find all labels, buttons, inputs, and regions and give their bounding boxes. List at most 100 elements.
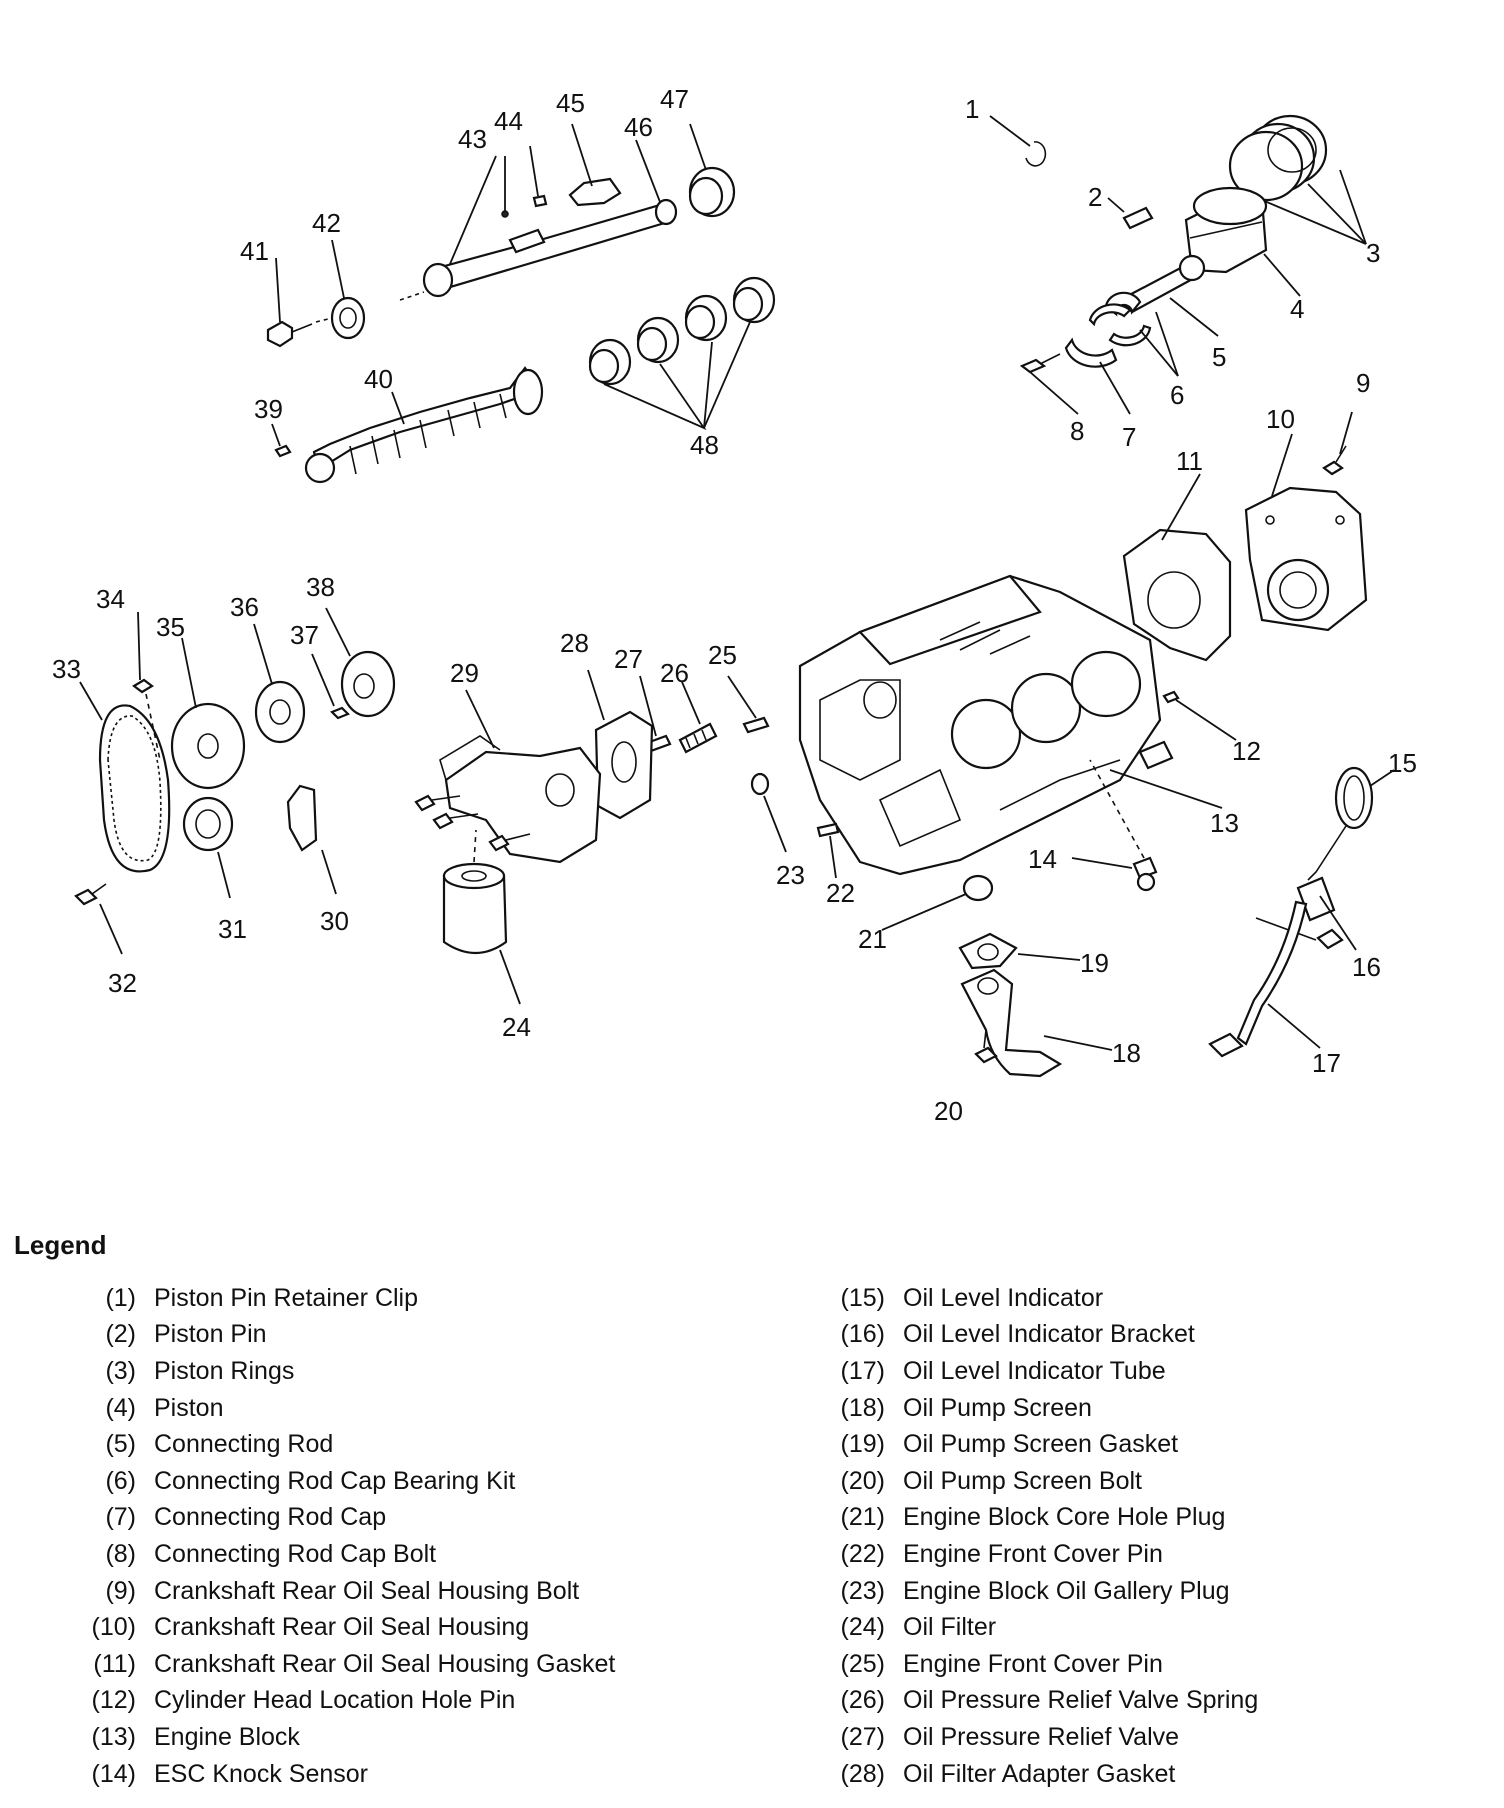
- legend-number: (4): [105, 1393, 136, 1422]
- legend-title: Legend: [14, 1230, 107, 1260]
- legend-label: ESC Knock Sensor: [154, 1759, 368, 1788]
- oil-filter-adapter: [439, 689, 602, 864]
- legend-number: (16): [840, 1320, 885, 1349]
- legend-item: (8)Connecting Rod Cap Bolt: [56, 1536, 615, 1573]
- callout-38: 38: [306, 572, 335, 602]
- callout-3: 3: [1366, 238, 1380, 268]
- legend-number: (5): [105, 1430, 136, 1459]
- callout-48: 48: [690, 430, 719, 460]
- callout-22: 22: [826, 878, 855, 908]
- legend-item: (1)Piston Pin Retainer Clip: [56, 1280, 615, 1317]
- callout-44: 44: [494, 106, 523, 136]
- callout-21: 21: [858, 924, 887, 954]
- legend-item: (18)Oil Pump Screen: [805, 1390, 1258, 1427]
- legend-item: (9) Crankshaft Rear Oil Seal Housing Bolt: [56, 1573, 615, 1610]
- crankshaft-sprocket-bolt: [74, 883, 123, 955]
- camshaft-bearings: [588, 276, 776, 431]
- oil-filter: [442, 829, 521, 1005]
- callout-36: 36: [230, 592, 259, 622]
- callout-23: 23: [776, 860, 805, 890]
- rear-seal-housing-bolt: [1322, 411, 1353, 476]
- callout-5: 5: [1212, 342, 1226, 372]
- oil-level-indicator-tube: [1208, 900, 1321, 1058]
- balance-shaft-bearing: [688, 123, 736, 218]
- legend-label: Engine Front Cover Pin: [903, 1649, 1163, 1678]
- legend-label: Engine Block Oil Gallery Plug: [903, 1576, 1230, 1605]
- legend-number: (3): [105, 1356, 136, 1385]
- legend-label: Oil Pressure Relief Valve: [903, 1722, 1180, 1751]
- oil-pump-screen: [960, 968, 1113, 1078]
- exploded-engine-diagram: 1 2 3 4 5 6 7 8 9 10 11 12 13 14 15 16 1…: [52, 84, 1417, 1126]
- legend-label: Connecting Rod Cap Bearing Kit: [154, 1466, 516, 1495]
- camshaft: [304, 366, 544, 484]
- timing-chain-tensioner: [286, 784, 337, 895]
- legend-number: (28): [840, 1759, 885, 1788]
- legend-number: (26): [840, 1686, 885, 1715]
- engine-block: [798, 574, 1223, 876]
- callout-31: 31: [218, 914, 247, 944]
- legend-label: Crankshaft Rear Oil Seal Housing Gasket: [154, 1649, 616, 1678]
- callout-7: 7: [1122, 422, 1136, 452]
- legend-item: (20)Oil Pump Screen Bolt: [805, 1463, 1258, 1500]
- callout-20: 20: [934, 1096, 963, 1126]
- oil-pump-screen-bolt: [974, 1029, 998, 1064]
- legend-item: (26) Oil Pressure Relief Valve Spring: [805, 1683, 1259, 1720]
- legend-number: (17): [840, 1356, 885, 1385]
- callout-28: 28: [560, 628, 589, 658]
- legend-item: (23) Engine Block Oil Gallery Plug: [805, 1573, 1258, 1610]
- callout-42: 42: [312, 208, 341, 238]
- crankshaft-rear-oil-seal-housing: [1244, 433, 1368, 632]
- legend-label: Oil Pump Screen: [903, 1393, 1092, 1422]
- legend-item: (22)Engine Front Cover Pin: [805, 1536, 1258, 1573]
- callout-43: 43: [458, 124, 487, 154]
- legend-label: Oil Filter Adapter Gasket: [903, 1759, 1176, 1788]
- callout-13: 13: [1210, 808, 1239, 838]
- connecting-rod-cap: [1064, 337, 1131, 415]
- balance-shaft-driven-gear: [325, 607, 396, 718]
- legend-number: (21): [840, 1503, 885, 1532]
- legend-item: (14)ESC Knock Sensor: [56, 1756, 615, 1793]
- callout-46: 46: [624, 112, 653, 142]
- callout-47: 47: [660, 84, 689, 114]
- legend-label: Cylinder Head Location Hole Pin: [154, 1686, 516, 1715]
- connecting-rod-cap-bolt: [1019, 353, 1079, 415]
- oil-pressure-relief-valve-spring: [678, 681, 718, 754]
- oil-level-indicator: [1307, 766, 1395, 881]
- callout-8: 8: [1070, 416, 1084, 446]
- legend-column-right: (15)Oil Level Indicator (16)Oil Level In…: [805, 1280, 1259, 1793]
- legend-label: Oil Pressure Relief Valve Spring: [903, 1686, 1259, 1715]
- legend-label: Connecting Rod Cap: [154, 1503, 387, 1532]
- timing-chain-tensioner-bolt: [132, 611, 161, 761]
- legend-column-left: (1)Piston Pin Retainer Clip (2)Piston Pi…: [56, 1280, 616, 1793]
- callout-9: 9: [1356, 368, 1370, 398]
- callout-30: 30: [320, 906, 349, 936]
- callout-27: 27: [614, 644, 643, 674]
- legend-item: (28) Oil Filter Adapter Gasket: [805, 1756, 1258, 1793]
- callout-33: 33: [52, 654, 81, 684]
- balance-shaft-drive-gear: [253, 623, 306, 744]
- legend-number: (20): [840, 1466, 885, 1495]
- legend-number: (9): [105, 1576, 136, 1605]
- legend-item: (15)Oil Level Indicator: [805, 1280, 1258, 1317]
- legend-item: (6)Connecting Rod Cap Bearing Kit: [56, 1463, 615, 1500]
- connecting-rod: [1104, 254, 1219, 337]
- connecting-rod-cap-bearing-kit: [1088, 303, 1179, 377]
- legend-number: (27): [840, 1722, 885, 1751]
- engine-front-cover-pin-lower: [816, 822, 840, 879]
- callout-14: 14: [1028, 844, 1057, 874]
- legend-number: (22): [840, 1539, 885, 1568]
- legend-label: Crankshaft Rear Oil Seal Housing Bolt: [154, 1576, 580, 1605]
- legend-number: (23): [840, 1576, 885, 1605]
- legend-label: Connecting Rod: [154, 1430, 334, 1459]
- legend-number: (25): [840, 1649, 885, 1678]
- legend-label: Piston: [154, 1393, 224, 1422]
- callout-labels: 1 2 3 4 5 6 7 8 9 10 11 12 13 14 15 16 1…: [52, 84, 1417, 1126]
- legend-item: (19)Oil Pump Screen Gasket: [805, 1426, 1258, 1463]
- legend-label: Oil Filter: [903, 1613, 997, 1642]
- callout-45: 45: [556, 88, 585, 118]
- callout-4: 4: [1290, 294, 1304, 324]
- callout-2: 2: [1088, 182, 1102, 212]
- legend-number: (10): [91, 1613, 136, 1642]
- engine-front-cover-pin-upper: [727, 675, 770, 734]
- callout-10: 10: [1266, 404, 1295, 434]
